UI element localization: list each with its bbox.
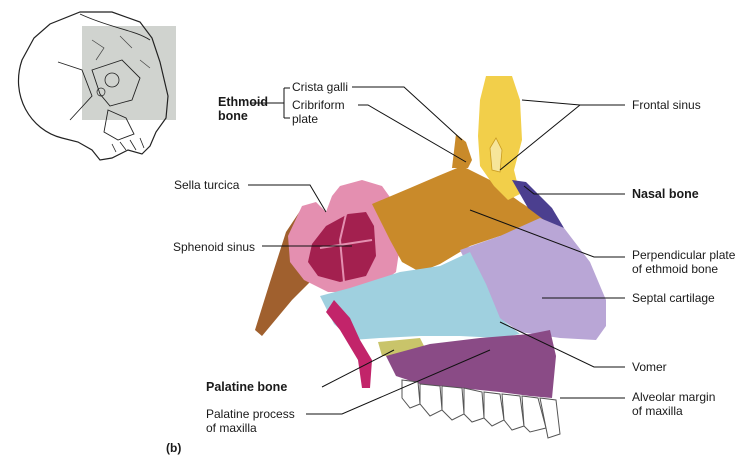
teeth bbox=[401, 379, 561, 439]
cribriform-plate-label-line1: Cribriform bbox=[292, 98, 345, 112]
anatomy-drawing bbox=[255, 76, 606, 439]
sella-turcica-label: Sella turcica bbox=[174, 178, 240, 192]
frontal-sinus-label: Frontal sinus bbox=[632, 98, 701, 112]
alveolar-margin-label-line1: Alveolar margin bbox=[632, 390, 716, 404]
frontal-bone bbox=[478, 76, 522, 200]
sphenoid-sinus-label: Sphenoid sinus bbox=[173, 240, 256, 254]
palatine-process-label-line2: of maxilla bbox=[206, 421, 257, 435]
leader-lines bbox=[248, 86, 625, 415]
nasal-bone-shape bbox=[512, 180, 564, 228]
figure-tag: (b) bbox=[166, 441, 182, 455]
palatine-process-label-line1: Palatine process bbox=[206, 407, 295, 421]
inset-highlight-region bbox=[82, 26, 176, 120]
crista-galli-label: Crista galli bbox=[292, 80, 349, 94]
vomer-label: Vomer bbox=[632, 360, 667, 374]
ethmoid-bone-label-line2: bone bbox=[218, 109, 248, 123]
skull-outline bbox=[17, 11, 169, 161]
crista-galli-shape bbox=[452, 134, 472, 168]
vomer-shape bbox=[320, 252, 520, 340]
sphenoid-sinus-shape bbox=[308, 212, 376, 282]
skull-inset bbox=[17, 11, 176, 161]
perpendicular-plate-label-line1: Perpendicular plate bbox=[632, 248, 736, 262]
septal-cartilage-label: Septal cartilage bbox=[632, 291, 715, 305]
nasal-bone-label: Nasal bone bbox=[632, 187, 699, 201]
frontal-sinus-cavity bbox=[489, 137, 503, 173]
pterygoid-process bbox=[326, 300, 372, 388]
alveolar-margin-label-line2: of maxilla bbox=[632, 404, 683, 418]
perpendicular-plate-label-line2: of ethmoid bone bbox=[632, 262, 719, 276]
ethmoid-bone-label-line1: Ethmoid bbox=[218, 95, 268, 109]
palatine-bone-label: Palatine bone bbox=[206, 380, 288, 394]
maxilla-shape bbox=[386, 330, 556, 398]
cribriform-plate-label-line2: plate bbox=[292, 112, 319, 126]
